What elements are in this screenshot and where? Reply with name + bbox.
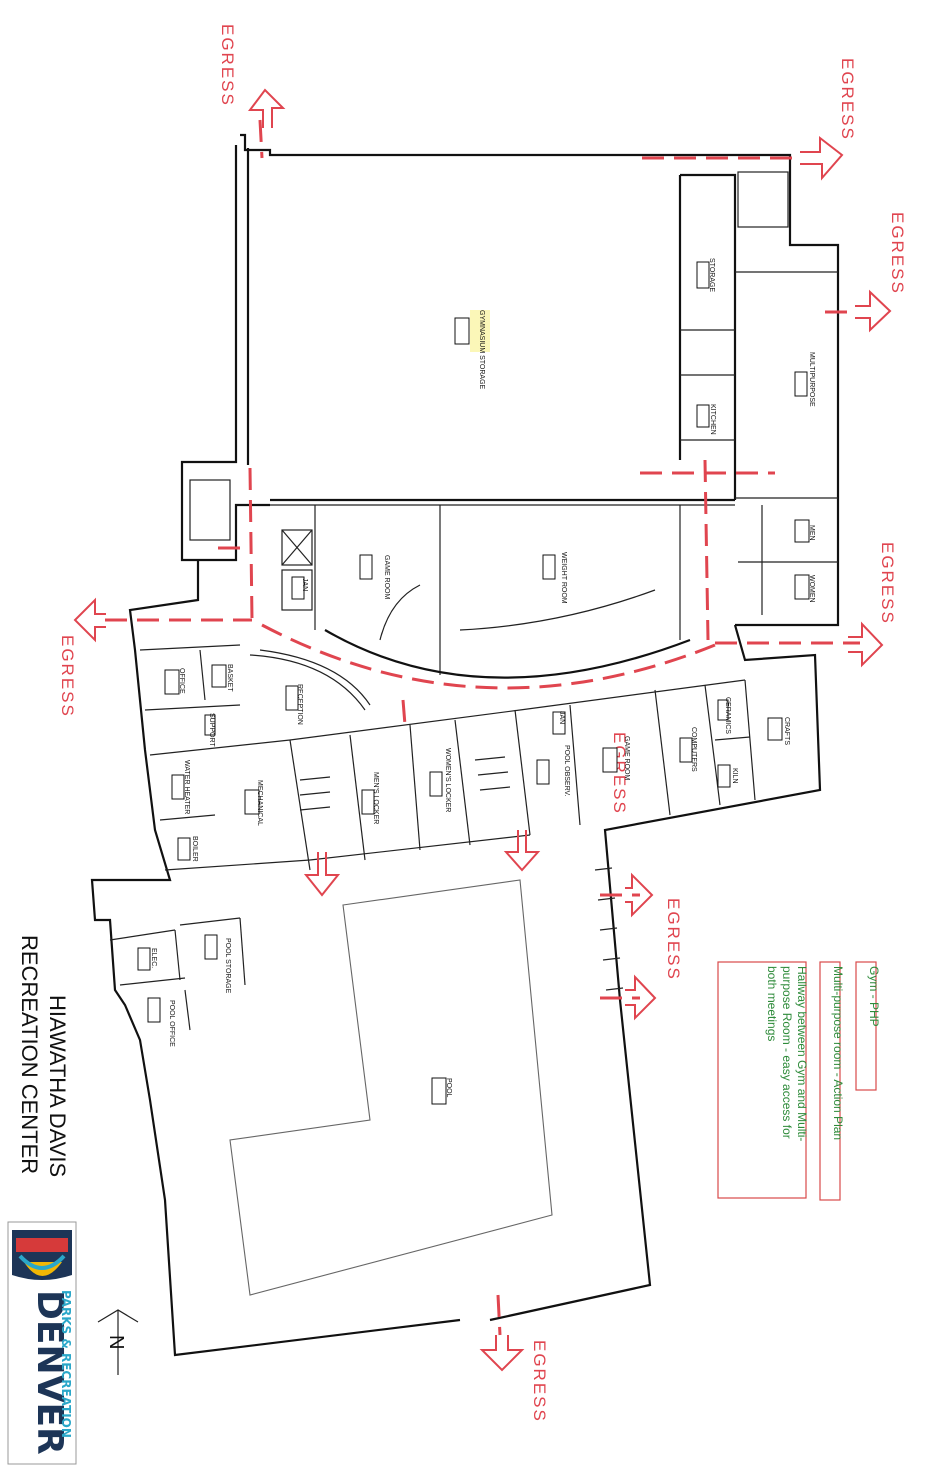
egress-arrow-8 xyxy=(625,974,657,1021)
room-game-room: GAME ROOM xyxy=(383,555,390,600)
title-line-2: RECREATION CENTER xyxy=(17,935,42,1174)
egress-label: EGRESS xyxy=(530,1340,549,1423)
room-womens-locker: WOMEN'S LOCKER xyxy=(444,748,451,812)
room-reception: RECEPTION xyxy=(296,684,303,725)
logo-sub: PARKS & RECREATION xyxy=(59,1290,73,1438)
room-kitchen: KITCHEN xyxy=(709,404,716,435)
room-pool-office: POOL OFFICE xyxy=(168,1000,175,1047)
egress-arrow-2 xyxy=(855,289,892,333)
room-mechanical: MECHANICAL xyxy=(256,780,263,826)
building-walls xyxy=(90,133,840,1357)
north-arrow: N xyxy=(97,1309,139,1375)
room-pool-storage: POOL STORAGE xyxy=(224,938,231,994)
egress-label: EGRESS xyxy=(878,542,897,625)
room-gymnasium-storage: GYMNASIUM STORAGE xyxy=(478,310,485,390)
egress-label: EGRESS xyxy=(664,898,683,981)
legend-hallway-line-1: Hallway between Gym and Multi- xyxy=(795,966,809,1141)
logo-word: DENVER xyxy=(29,1290,70,1455)
room-pool: POOL xyxy=(445,1078,452,1098)
egress-arrow-north-west xyxy=(248,88,286,128)
room-boiler: BOILER xyxy=(191,836,198,862)
title-line-1: HIAWATHA DAVIS xyxy=(45,995,70,1177)
logo-emblem-icon xyxy=(12,1230,72,1280)
room-jan: JAN xyxy=(301,578,308,591)
egress-arrow-6 xyxy=(503,830,541,872)
room-kiln: KILN xyxy=(731,768,738,784)
egress-arrow-5 xyxy=(303,852,341,897)
room-office: OFFICE xyxy=(178,668,185,694)
egress-label: EGRESS xyxy=(838,58,857,141)
room-water-heater: WATER HEATER xyxy=(183,760,190,814)
egress-label: EGRESS xyxy=(888,212,907,295)
room-labels: GYMNASIUM STORAGE STORAGE MULTIPURPOSE K… xyxy=(137,258,815,1105)
legend-hallway-line-3: both meetings xyxy=(765,966,779,1041)
legend-gym: Gym - PHP xyxy=(867,966,881,1027)
room-jan-2: JAN xyxy=(558,711,565,724)
egress-arrow-7 xyxy=(625,872,654,918)
egress-arrow-4 xyxy=(73,597,106,643)
egress-arrow-9 xyxy=(479,1335,525,1372)
room-mens-locker: MEN'S LOCKER xyxy=(372,772,379,824)
room-weight-room: WEIGHT ROOM xyxy=(560,552,567,604)
north-label: N xyxy=(105,1335,127,1349)
egress-label: EGRESS xyxy=(218,24,237,107)
egress-arrow-1 xyxy=(800,135,844,181)
room-basket: BASKET xyxy=(226,664,233,692)
room-game-room-2: GAME ROOM xyxy=(623,736,630,781)
egress-routes xyxy=(105,119,860,1336)
room-pool-observ: POOL OBSERV. xyxy=(563,745,570,797)
room-support: SUPPORT xyxy=(208,713,215,747)
room-ceramics: CERAMICS xyxy=(724,697,731,734)
denver-logo: DENVER PARKS & RECREATION xyxy=(7,1221,77,1465)
room-computers: COMPUTERS xyxy=(690,727,697,772)
legend-hallway-line-2: purpose Room - easy access for xyxy=(780,966,794,1139)
legend: Gym - PHP Multi-purpose room - Action Pl… xyxy=(717,961,881,1201)
egress-label: EGRESS xyxy=(58,635,77,718)
room-crafts: CRAFTS xyxy=(783,717,790,745)
title-block: HIAWATHA DAVIS RECREATION CENTER xyxy=(17,935,70,1177)
room-multipurpose: MULTIPURPOSE xyxy=(808,352,815,407)
egress-arrows xyxy=(73,88,892,1372)
room-elec: ELEC. xyxy=(150,948,157,968)
room-storage: STORAGE xyxy=(708,258,715,292)
room-women: WOMEN xyxy=(808,575,815,603)
room-men: MEN xyxy=(808,525,815,541)
legend-multipurpose: Multi-purpose room - Action Plan xyxy=(831,966,845,1140)
egress-labels: EGRESS EGRESS EGRESS EGRESS EGRESS EGRES… xyxy=(58,24,907,1423)
egress-arrow-3 xyxy=(848,621,884,668)
